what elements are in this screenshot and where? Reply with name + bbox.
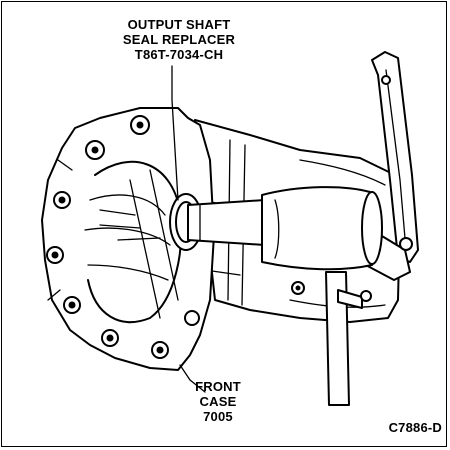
support-rod — [325, 271, 363, 406]
figure-code: C7886-D — [388, 420, 442, 435]
tool-leader-line — [171, 65, 179, 201]
tool-label-line3: T86T-7034-CH — [134, 47, 224, 62]
housing-bolts — [291, 281, 372, 302]
case-label-line3: 7005 — [203, 409, 233, 424]
case-label-line1: FRONT — [195, 379, 241, 394]
case-label-line2: CASE — [199, 394, 237, 409]
tool-label-line2: SEAL REPLACER — [122, 32, 236, 47]
seal-replacer-tool — [169, 186, 383, 271]
tool-label-line1: OUTPUT SHAFT — [127, 17, 231, 32]
case-leader-line — [179, 364, 206, 393]
case-callout-label: FRONT CASE 7005 — [188, 379, 248, 424]
tool-callout-label: OUTPUT SHAFT SEAL REPLACER T86T-7034-CH — [104, 17, 254, 62]
front-case — [41, 107, 215, 371]
